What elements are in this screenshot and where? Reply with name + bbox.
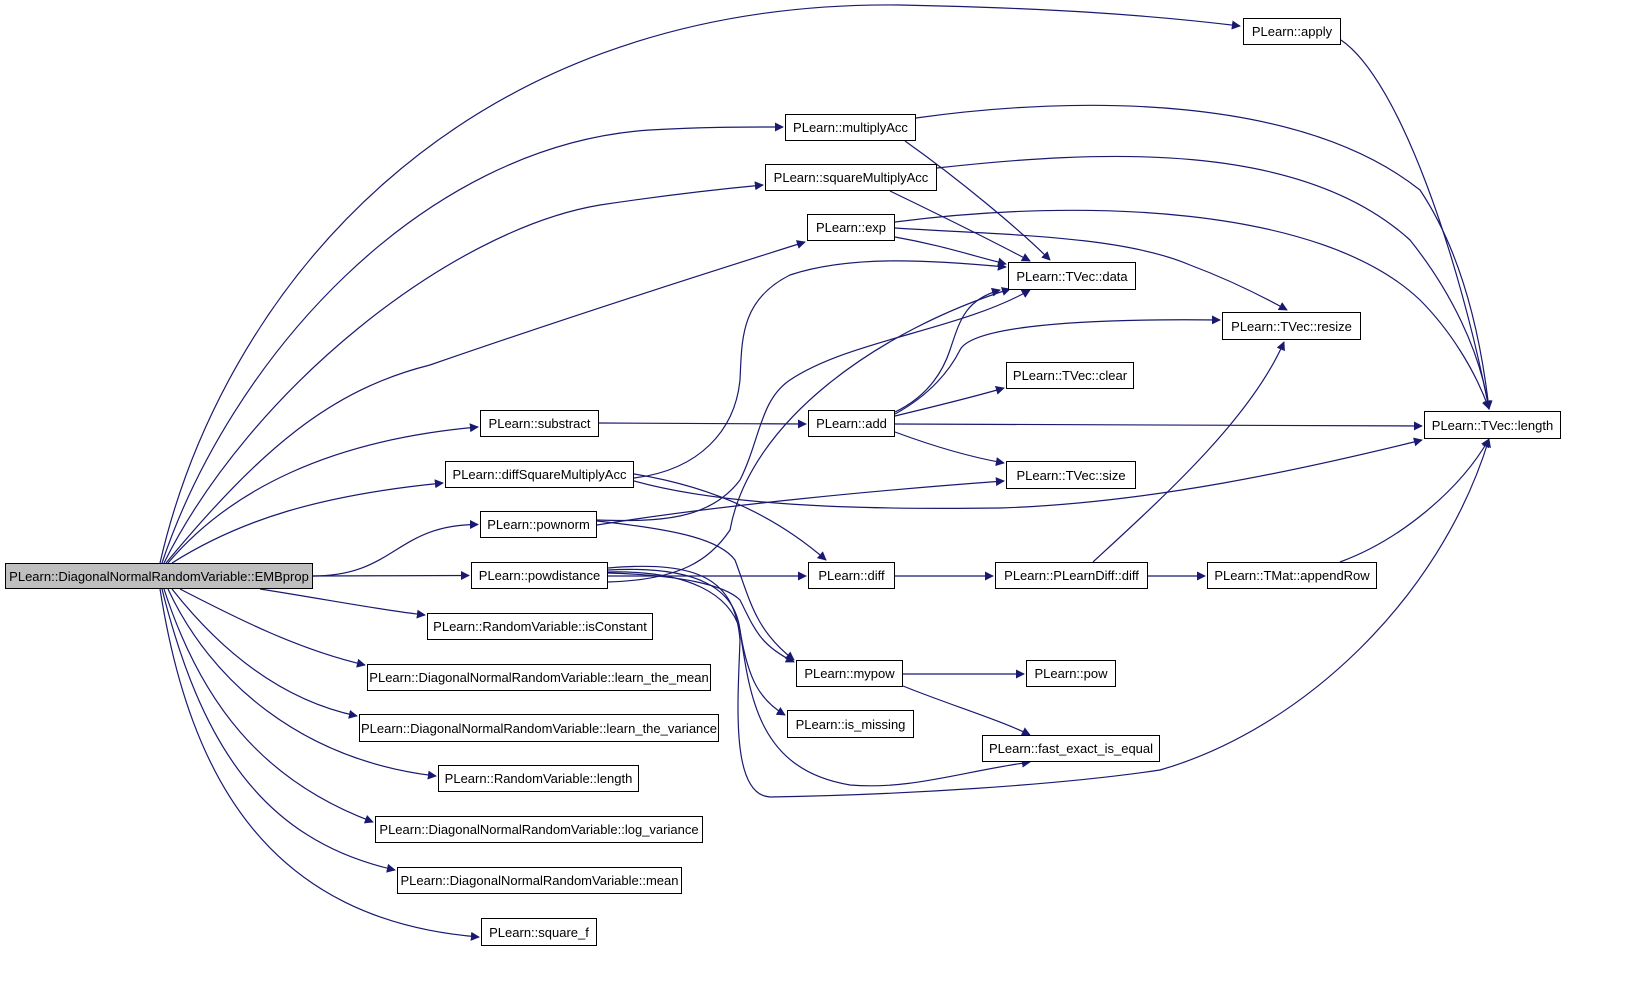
node-exp[interactable]: PLearn::exp — [807, 214, 895, 241]
node-tvec-resize[interactable]: PLearn::TVec::resize — [1222, 312, 1361, 340]
node-apply[interactable]: PLearn::apply — [1243, 18, 1341, 45]
edge-diffSquareMultiplyAcc-to-tvecLength — [633, 437, 1423, 509]
edge-powdistance-to-fastEqual — [607, 568, 1031, 787]
node-squaremultiplyacc[interactable]: PLearn::squareMultiplyAcc — [765, 164, 937, 191]
edge-emb-to-mean — [161, 588, 396, 873]
edge-emb-to-pownorm — [312, 520, 479, 577]
node-substract[interactable]: PLearn::substract — [480, 410, 599, 437]
edge-mypow-to-fastEqual — [902, 685, 1031, 736]
edge-emb-to-squareF — [159, 588, 480, 941]
edge-emb-to-substract — [167, 423, 479, 564]
edge-emb-to-rvLength — [167, 588, 437, 780]
node-plearndiff-diff[interactable]: PLearn::PLearnDiff::diff — [995, 562, 1148, 589]
node-is-missing[interactable]: PLearn::is_missing — [787, 710, 914, 738]
edge-exp-to-tvecLength — [894, 209, 1491, 410]
node-pownorm[interactable]: PLearn::pownorm — [480, 511, 597, 538]
node-log-variance[interactable]: PLearn::DiagonalNormalRandomVariable::lo… — [375, 816, 703, 843]
edge-multiplyAcc-to-tvecData — [904, 140, 1051, 261]
edge-apply-to-tvecLength — [1340, 39, 1492, 410]
edge-exp-to-tvecResize — [894, 227, 1288, 311]
edge-diffSquareMultiplyAcc-to-tvecData — [633, 260, 1007, 479]
edge-add-to-tvecLength — [894, 421, 1423, 431]
edge-powdistance-to-tvecData — [607, 287, 1011, 583]
edge-powdistance-to-tvecLength — [607, 438, 1491, 798]
node-powdistance[interactable]: PLearn::powdistance — [471, 562, 608, 589]
node-square-f[interactable]: PLearn::square_f — [481, 918, 597, 946]
edge-plearnDiff-to-tvecResize — [1092, 341, 1285, 563]
edge-emb-to-powdistance — [312, 571, 470, 581]
edge-pownorm-to-tvecSize — [596, 477, 1005, 526]
edge-emb-to-multiplyAcc — [161, 122, 784, 564]
edge-powdistance-to-mypow — [607, 572, 795, 663]
node-fast-exact-is-equal[interactable]: PLearn::fast_exact_is_equal — [982, 735, 1160, 762]
edge-appendRow-to-tvecLength — [1339, 438, 1490, 563]
edge-exp-to-tvecData — [894, 236, 1007, 267]
node-add[interactable]: PLearn::add — [808, 410, 895, 437]
edge-emb-to-learnMean — [179, 588, 366, 668]
node-learn-the-mean[interactable]: PLearn::DiagonalNormalRandomVariable::le… — [367, 664, 711, 691]
node-isconstant[interactable]: PLearn::RandomVariable::isConstant — [427, 613, 653, 640]
edge-emb-to-logVariance — [163, 588, 374, 824]
edge-emb-to-isConstant — [259, 588, 426, 619]
edge-emb-to-apply — [159, 4, 1241, 564]
node-randomvariable-length[interactable]: PLearn::RandomVariable::length — [438, 765, 639, 792]
edge-emb-to-squareMultiplyAcc — [163, 181, 764, 564]
node-diffsquaremultiplyacc[interactable]: PLearn::diffSquareMultiplyAcc — [445, 461, 634, 488]
edge-add-to-tvecData — [894, 287, 1001, 413]
node-tmat-appendrow[interactable]: PLearn::TMat::appendRow — [1207, 562, 1377, 589]
edge-emb-to-diffSquareMultiplyAcc — [171, 479, 444, 564]
edge-substract-to-add — [598, 419, 807, 429]
edge-emb-to-exp — [165, 240, 806, 564]
node-tvec-length[interactable]: PLearn::TVec::length — [1424, 411, 1561, 439]
edge-multiplyAcc-to-tvecLength — [915, 104, 1493, 410]
node-tvec-size[interactable]: PLearn::TVec::size — [1006, 461, 1136, 489]
edge-add-to-tvecSize — [894, 431, 1005, 467]
edge-squareMultiplyAcc-to-tvecLength — [936, 155, 1493, 410]
node-embprop: PLearn::DiagonalNormalRandomVariable::EM… — [5, 563, 313, 589]
node-tvec-clear[interactable]: PLearn::TVec::clear — [1006, 362, 1134, 389]
node-pow[interactable]: PLearn::pow — [1026, 660, 1116, 687]
node-tvec-data[interactable]: PLearn::TVec::data — [1008, 262, 1136, 290]
node-mean[interactable]: PLearn::DiagonalNormalRandomVariable::me… — [397, 867, 682, 894]
edge-add-to-tvecClear — [894, 385, 1005, 417]
node-learn-the-variance[interactable]: PLearn::DiagonalNormalRandomVariable::le… — [359, 714, 719, 742]
edge-emb-to-learnVariance — [171, 588, 358, 719]
node-diff[interactable]: PLearn::diff — [808, 562, 895, 589]
edge-squareMultiplyAcc-to-tvecData — [889, 190, 1031, 262]
node-mypow[interactable]: PLearn::mypow — [796, 660, 903, 687]
edge-add-to-tvecResize — [894, 315, 1221, 415]
edge-pownorm-to-mypow — [596, 520, 795, 661]
edge-powdistance-to-isMissing — [607, 571, 786, 716]
edge-pownorm-to-tvecData — [596, 289, 1031, 522]
edge-diffSquareMultiplyAcc-to-diff — [633, 473, 827, 561]
node-multiplyacc[interactable]: PLearn::multiplyAcc — [785, 114, 916, 141]
